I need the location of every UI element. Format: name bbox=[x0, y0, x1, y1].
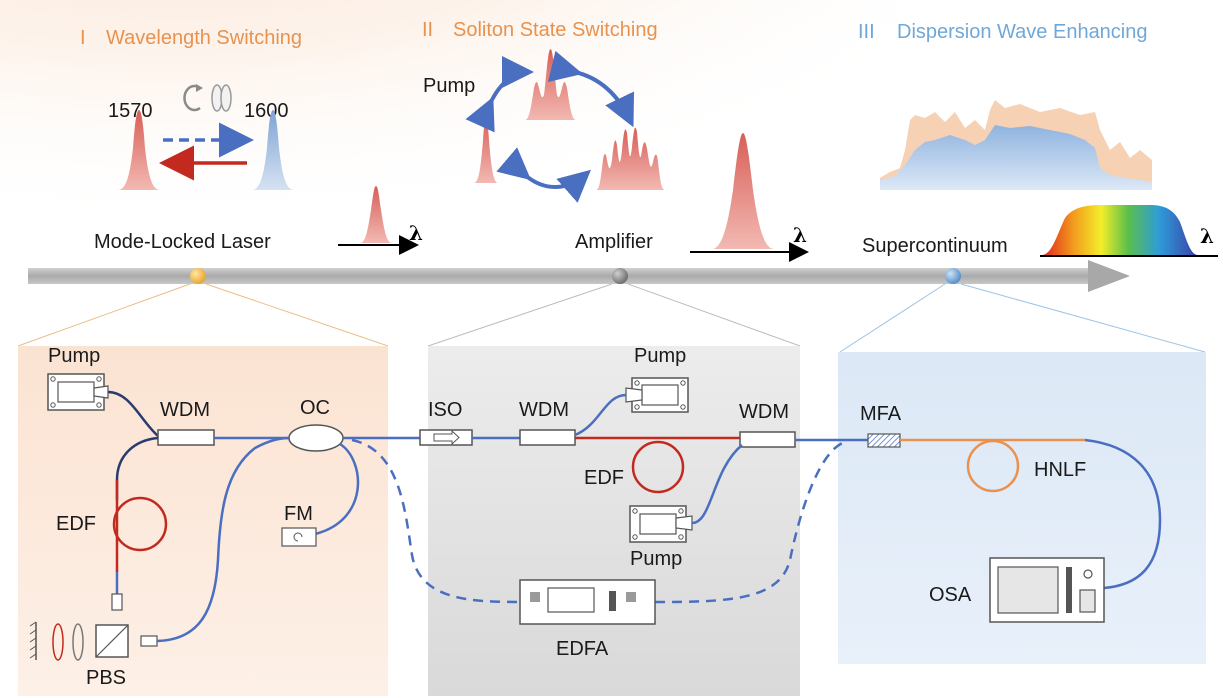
section-label-soliton: Soliton State Switching bbox=[453, 19, 658, 41]
amp-pump-bottom-diode bbox=[629, 505, 693, 543]
amp-pump-bottom-fiber bbox=[691, 444, 743, 525]
single-soliton-pulse bbox=[474, 117, 498, 183]
laser-cavity: Pump WDM OC EDF bbox=[29, 345, 420, 689]
amp-isolator bbox=[419, 429, 473, 446]
amp-wdm1-label: WDM bbox=[519, 399, 569, 421]
laser-stage-marker bbox=[190, 268, 206, 284]
dispersion-spectrum-illustration bbox=[880, 100, 1152, 190]
amp-iso-label: ISO bbox=[428, 399, 462, 421]
supercontinuum-setup: MFA HNLF OSA bbox=[860, 403, 1162, 623]
sc-connector-right bbox=[960, 283, 1206, 353]
sc-connector-left bbox=[839, 283, 946, 353]
laser-connector-right bbox=[205, 283, 389, 347]
isolator-arrow-icon bbox=[433, 429, 460, 446]
sc-hnlf-coil bbox=[966, 439, 1020, 493]
section-numeral-wavelength: I bbox=[80, 27, 86, 49]
amp-wdm2-label: WDM bbox=[739, 401, 789, 423]
laser-lambda-label: λ bbox=[409, 221, 423, 245]
amp-wdm1 bbox=[519, 429, 576, 446]
laser-fm-label: FM bbox=[284, 503, 313, 525]
waveplate-rotation-icon bbox=[183, 84, 232, 112]
amplifier-panel bbox=[428, 346, 800, 696]
amp-pump-top-diode bbox=[625, 377, 689, 413]
supercontinuum-lambda-label: λ bbox=[1200, 224, 1214, 248]
laser-waveplate-grey bbox=[72, 623, 84, 661]
laser-pump-fiber bbox=[107, 390, 159, 437]
section-numeral-soliton: II bbox=[422, 19, 433, 41]
wavelength-1570-label: 1570 bbox=[108, 100, 153, 122]
laser-wdm bbox=[157, 429, 215, 446]
laser-collimator-right bbox=[140, 635, 158, 647]
laser-wdm-edf-fiber bbox=[115, 436, 159, 500]
amplifier-setup: ISO WDM Pump EDF WDM Pump bbox=[351, 345, 868, 660]
laser-pbs-label: PBS bbox=[86, 667, 126, 689]
sc-output-fiber bbox=[1084, 438, 1162, 590]
section-title-soliton: II Soliton State Switching bbox=[422, 19, 658, 41]
section-label-wavelength: Wavelength Switching bbox=[106, 27, 302, 49]
wavelength-switching-illustration: 1570 1600 bbox=[108, 84, 294, 190]
free-space-section: PBS bbox=[29, 621, 158, 689]
laser-collimator-top bbox=[111, 593, 123, 611]
edfa-unit bbox=[519, 579, 656, 625]
amp-pump-bottom-label: Pump bbox=[630, 548, 682, 570]
amp-edf-coil bbox=[631, 440, 685, 494]
pulse-1570 bbox=[118, 110, 160, 190]
multi-soliton-pulse bbox=[596, 127, 665, 190]
spectrum-blue bbox=[880, 125, 1152, 190]
laser-oc-label: OC bbox=[300, 397, 330, 419]
wavelength-1600-label: 1600 bbox=[244, 100, 289, 122]
amp-edf-label: EDF bbox=[584, 467, 624, 489]
osa-instrument bbox=[989, 557, 1105, 623]
laser-output-pulse bbox=[360, 186, 392, 243]
laser-wdm-label: WDM bbox=[160, 399, 210, 421]
sc-hnlf-label: HNLF bbox=[1034, 459, 1086, 481]
laser-return-fiber bbox=[156, 436, 291, 643]
laser-edf-coil bbox=[112, 496, 168, 552]
stage-label-laser: Mode-Locked Laser bbox=[94, 231, 271, 253]
stage-label-supercontinuum: Supercontinuum bbox=[862, 235, 1008, 257]
faraday-mirror-icon bbox=[293, 532, 303, 542]
supercontinuum-spectrum bbox=[1042, 205, 1198, 255]
amp-edfa-label: EDFA bbox=[556, 638, 609, 660]
soliton-pump-label: Pump bbox=[423, 75, 475, 97]
amp-pump-top-label: Pump bbox=[634, 345, 686, 367]
section-numeral-dispersion: III bbox=[858, 21, 875, 43]
laser-connector-left bbox=[17, 283, 191, 347]
amp-connector-right bbox=[627, 283, 801, 347]
laser-edf-label: EDF bbox=[56, 513, 96, 535]
sc-mode-field-adapter bbox=[867, 433, 901, 448]
soliton-arrow-bottom bbox=[496, 147, 592, 203]
section-label-dispersion: Dispersion Wave Enhancing bbox=[897, 21, 1148, 43]
axis-arrowhead bbox=[1088, 260, 1130, 292]
amp-pump-top-fiber bbox=[574, 393, 627, 437]
axis-bar bbox=[28, 268, 1098, 284]
laser-output-coupler bbox=[288, 424, 344, 452]
amp-connector-left bbox=[427, 283, 613, 347]
process-axis bbox=[28, 260, 1130, 292]
edfa-input-dashed-fiber bbox=[351, 438, 521, 604]
amplifier-lambda-label: λ bbox=[793, 223, 807, 247]
laser-pump-diode bbox=[47, 373, 109, 411]
amp-wdm2 bbox=[739, 431, 796, 448]
section-title-dispersion: III Dispersion Wave Enhancing bbox=[858, 21, 1148, 43]
soliton-arrow-left bbox=[465, 56, 534, 133]
section-title-wavelength: I Wavelength Switching bbox=[80, 27, 302, 49]
sc-osa-label: OSA bbox=[929, 584, 972, 606]
stage-label-amplifier: Amplifier bbox=[575, 231, 653, 253]
edfa-output-dashed-fiber bbox=[654, 440, 846, 604]
top-glow bbox=[0, 0, 900, 280]
amplifier-stage-marker bbox=[612, 268, 628, 284]
laser-waveplate-red bbox=[52, 623, 64, 661]
supercontinuum-stage-marker bbox=[945, 268, 961, 284]
soliton-arrow-right bbox=[547, 50, 635, 128]
pulse-1600 bbox=[252, 110, 294, 190]
amplifier-output-pulse bbox=[712, 133, 774, 249]
soliton-switching-illustration: Pump bbox=[423, 49, 665, 203]
laser-pump-label: Pump bbox=[48, 345, 100, 367]
sc-mfa-label: MFA bbox=[860, 403, 902, 425]
laser-oc-fm-fiber bbox=[314, 442, 360, 536]
laser-faraday-mirror bbox=[281, 527, 317, 547]
